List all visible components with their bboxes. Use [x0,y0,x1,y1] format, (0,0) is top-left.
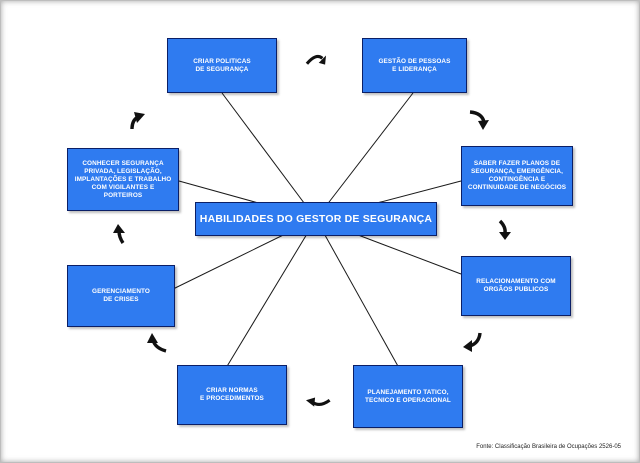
node-label: CONHECER SEGURANÇA PRIVADA, LEGISLAÇÃO, … [74,159,172,199]
curved-arrow-icon [463,332,482,352]
source-note: Fonte: Classificação Brasileira de Ocupa… [476,444,621,450]
node-label: RELACIONAMENTO COM ORGÃOS PUBLICOS [476,278,556,293]
curved-arrow-icon [130,112,145,130]
node-criar-politicas: CRIAR POLITICAS DE SEGURANÇA [167,38,277,93]
node-orgaos-publicos: RELACIONAMENTO COM ORGÃOS PUBLICOS [461,256,571,316]
node-conhecer-seguranca: CONHECER SEGURANÇA PRIVADA, LEGISLAÇÃO, … [67,148,179,211]
line-to-politicas [221,92,317,220]
center-title: HABILIDADES DO GESTOR DE SEGURANÇA [195,202,437,236]
node-label: SABER FAZER PLANOS DE SEGURANÇA, EMERGÊN… [467,160,567,191]
curved-arrow-icon [498,219,511,240]
node-gerenciamento-crises: GERENCIAMENTO DE CRISES [67,265,175,327]
node-planejamento: PLANEJAMENTO TATICO, TECNICO E OPERACION… [353,365,463,428]
node-label: PLANEJAMENTO TATICO, TECNICO E OPERACION… [365,388,451,404]
node-label: CRIAR POLITICAS DE SEGURANÇA [193,57,251,73]
node-gestao-pessoas: GESTÃO DE PESSOAS E LIDERANÇA [362,38,467,93]
curved-arrow-icon [306,397,331,407]
node-label: GESTÃO DE PESSOAS E LIDERANÇA [378,57,451,73]
curved-arrow-icon [113,224,125,244]
node-label: GERENCIAMENTO DE CRISES [92,288,150,303]
line-to-normas [225,218,317,369]
line-to-pessoas [315,92,414,220]
curved-arrow-icon [305,54,326,65]
node-normas-procedimentos: CRIAR NORMAS E PROCEDIMENTOS [177,365,287,425]
curved-arrow-icon [147,333,167,353]
curved-arrow-icon [469,110,489,130]
line-to-planejamento [315,218,400,369]
node-planos-seguranca: SABER FAZER PLANOS DE SEGURANÇA, EMERGÊN… [461,146,573,206]
node-label: CRIAR NORMAS E PROCEDIMENTOS [200,387,264,402]
